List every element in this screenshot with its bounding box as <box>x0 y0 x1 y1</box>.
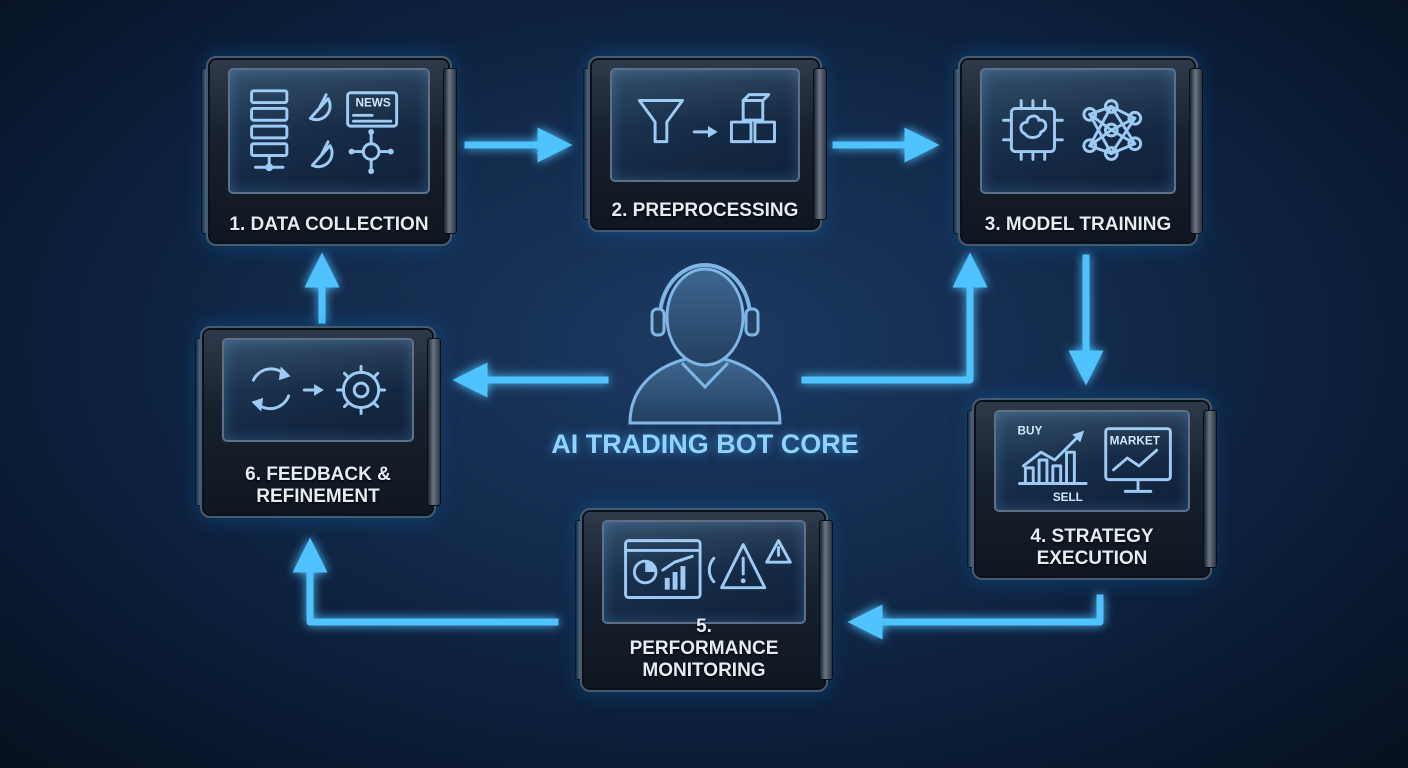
arrow-strategy-to-monitoring <box>847 594 1104 640</box>
module-screen <box>980 68 1176 194</box>
arrow-monitoring-to-feedback <box>292 537 559 626</box>
network-hub-icon <box>348 129 394 175</box>
module-label: 5. PERFORMANCE MONITORING <box>629 616 779 681</box>
module-screen <box>610 68 800 182</box>
warning-icon <box>707 539 792 590</box>
module-performance-monitoring: 5. PERFORMANCE MONITORING <box>575 508 833 692</box>
module-label: 2. PREPROCESSING <box>611 200 799 221</box>
dashboard-icon <box>624 539 702 599</box>
buy-text: BUY <box>1018 425 1043 438</box>
module-screen <box>222 338 414 442</box>
module-data-collection: NEWS 1. DATA COLLECTION <box>201 56 457 246</box>
news-text: NEWS <box>355 96 390 109</box>
brain-chip-icon <box>1002 99 1064 161</box>
arrow-core-to-training <box>801 252 988 384</box>
module-feedback-refinement: 6. FEEDBACK & REFINEMENT <box>195 326 441 518</box>
module-screen <box>602 520 806 624</box>
module-label: 6. FEEDBACK & REFINEMENT <box>245 464 391 507</box>
module-model-training: 3. MODEL TRAINING <box>953 56 1203 246</box>
bot-head-icon <box>628 263 782 425</box>
module-label: 4. STRATEGY EXECUTION <box>1030 526 1154 569</box>
neural-network-icon <box>1082 99 1143 161</box>
module-label: 3. MODEL TRAINING <box>984 214 1172 235</box>
newspaper-icon: NEWS <box>346 91 399 128</box>
funnel-icon <box>637 99 684 144</box>
trend-chart-icon: BUY SELL <box>1018 425 1088 504</box>
sell-text: SELL <box>1053 491 1083 504</box>
module-screen: BUY SELL MARKET <box>994 410 1190 512</box>
arrow-right-icon <box>302 384 324 396</box>
gear-icon <box>336 365 387 415</box>
module-screen: NEWS <box>228 68 430 194</box>
arrow-right-icon <box>692 125 718 138</box>
module-preprocessing: 2. PREPROCESSING <box>583 56 827 232</box>
server-icon <box>250 89 289 172</box>
market-monitor-icon: MARKET <box>1104 427 1172 493</box>
market-text: MARKET <box>1110 434 1161 447</box>
cycle-arrows-icon <box>251 366 291 412</box>
cubes-icon <box>729 93 776 144</box>
module-label: 1. DATA COLLECTION <box>229 214 429 235</box>
module-strategy-execution: BUY SELL MARKET 4. STRATEGY EXECUTION <box>967 398 1217 580</box>
satellite-dish-icon <box>308 93 334 169</box>
core-title: AI TRADING BOT CORE <box>551 429 859 459</box>
